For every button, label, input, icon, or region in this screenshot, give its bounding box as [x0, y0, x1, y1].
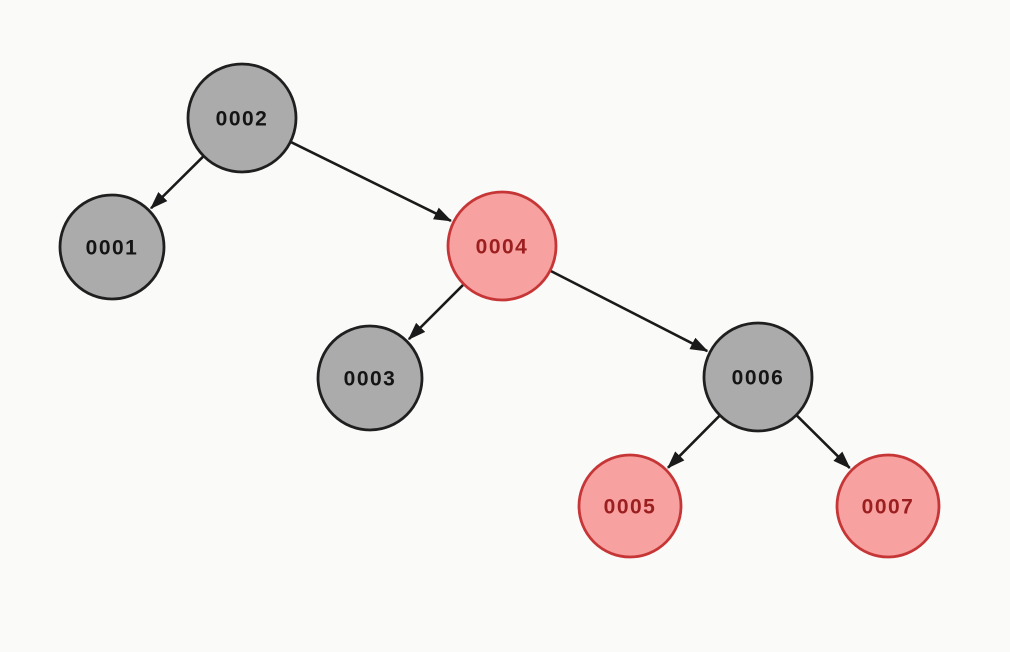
tree-node-0006: 0006: [702, 321, 814, 433]
tree-node-0002: 0002: [186, 62, 298, 174]
tree-node-circle-0006: [702, 321, 814, 433]
tree-edge-0004-0003: [407, 283, 465, 341]
tree-edge-0006-0005: [667, 414, 721, 469]
tree-node-circle-0002: [186, 62, 298, 174]
tree-node-circle-0005: [577, 453, 683, 559]
tree-edge-0004-0006: [549, 269, 709, 353]
tree-node-circle-0007: [835, 453, 941, 559]
tree-node-0001: 0001: [58, 193, 166, 301]
tree-node-circle-0004: [446, 190, 558, 302]
tree-node-circle-0001: [58, 193, 166, 301]
tree-edge-0002-0001: [150, 155, 205, 210]
tree-node-circle-0003: [316, 324, 424, 432]
tree-edge-0002-0004: [289, 140, 453, 222]
tree-node-0005: 0005: [577, 453, 683, 559]
tree-node-0003: 0003: [316, 324, 424, 432]
tree-node-0004: 0004: [446, 190, 558, 302]
tree-node-0007: 0007: [835, 453, 941, 559]
tree-edge-0006-0007: [795, 414, 851, 469]
edges-layer: [150, 140, 851, 469]
